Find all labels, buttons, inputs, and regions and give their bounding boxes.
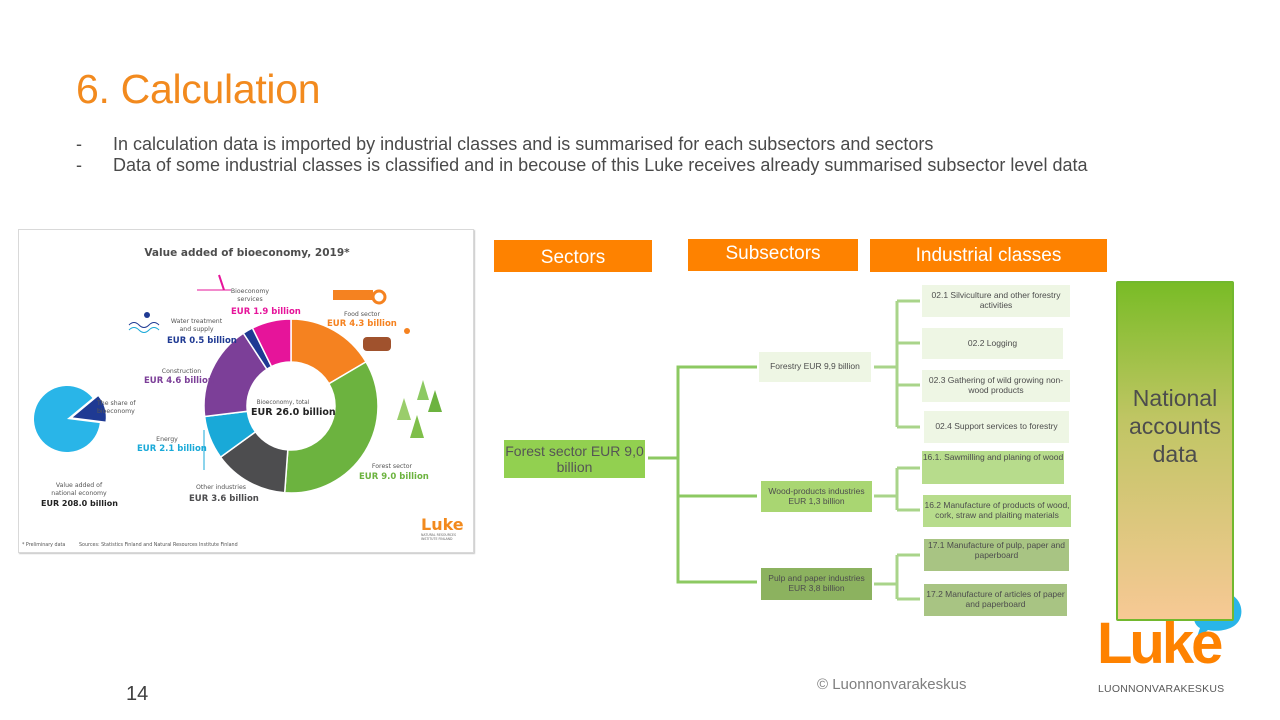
infographic-title: Value added of bioeconomy, 2019* [144,247,350,259]
share-percent-label: 13% [99,432,113,438]
label-energy: Energy [156,436,178,443]
node-forestry: Forestry EUR 9,9 billion [759,352,871,382]
label-share-of-bioeconomy: The share of bioeconomy [97,400,136,415]
bullet-item: - In calculation data is imported by ind… [76,134,1166,155]
luke-logo-text: Luke [1097,611,1223,676]
label-bioeconomy-services: Bioeconomy services [230,288,270,303]
slide-title: 6. Calculation [76,66,321,112]
value-bioeconomy-services: EUR 1.9 billion [231,307,301,317]
share-pie-national [33,386,100,453]
label-water-treatment: Water treatment and supply [170,318,223,333]
node-wood-products: Wood-products industries EUR 1,3 billion [761,481,872,512]
donut-chart [203,318,379,494]
header-industrial-classes: Industrial classes [870,239,1107,272]
node-class-02-4: 02.4 Support services to forestry [924,411,1069,443]
water-icon [128,322,160,328]
label-other-industries: Other industries [196,484,246,491]
node-forest-sector: Forest sector EUR 9,0 billion [504,440,645,478]
bullet-text: Data of some industrial classes is class… [113,155,1088,175]
tractor-icon-body [333,290,373,300]
label-food-sector: Food sector [344,311,380,318]
tree-icon [410,415,424,438]
tree-icon [417,380,429,400]
share-pie-chart [33,386,106,453]
node-pulp-paper: Pulp and paper industries EUR 3,8 billio… [761,568,872,600]
connector-line [895,553,920,601]
copyright: © Luonnonvarakeskus [817,676,967,693]
connector-line [676,496,757,584]
connector-line [895,466,920,512]
header-subsectors: Subsectors [688,239,858,271]
value-forest-sector: EUR 9.0 billion [359,472,429,482]
node-class-02-3: 02.3 Gathering of wild growing non-wood … [922,370,1070,402]
sources: Sources: Statistics Finland and Natural … [79,543,238,548]
node-class-16-2: 16.2 Manufacture of products of wood, co… [923,495,1071,527]
value-national-economy: EUR 208.0 billion [41,499,118,508]
tree-icon [397,398,411,420]
connector-line [676,458,757,498]
node-class-02-1: 02.1 Silviculture and other forestry act… [922,285,1070,317]
donut-segment-forest-sector [283,360,379,494]
bioeconomy-infographic: Value added of bioeconomy, 2019* Bioecon… [18,229,474,553]
value-other-industries: EUR 3.6 billion [189,494,259,504]
node-class-02-2: 02.2 Logging [922,328,1063,359]
bullet-dash: - [76,134,82,154]
water-drop-icon [144,312,150,318]
value-construction: EUR 4.6 billion [144,376,214,386]
node-class-17-1: 17.1 Manufacture of pulp, paper and pape… [924,539,1069,571]
footnote: * Preliminary data [22,543,66,548]
cow-icon [363,337,391,351]
connector-line [648,365,757,460]
bullet-item: - Data of some industrial classes is cla… [76,155,1166,176]
node-class-16-1: 16.1. Sawmilling and planing of wood [922,451,1064,484]
bullet-text: In calculation data is imported by indus… [113,134,934,154]
value-energy: EUR 2.1 billion [137,444,207,454]
connector-line [897,299,920,429]
tractor-wheel-icon [371,289,387,305]
luke-logo-subtitle: LUONNONVARAKESKUS [1098,683,1225,695]
bullet-list: - In calculation data is imported by ind… [76,134,1166,176]
infographic-luke-logo: Luke [421,515,464,534]
donut-segment-bioeconomy-services [251,318,292,368]
header-sectors: Sectors [494,240,652,272]
label-forest-sector: Forest sector [371,463,413,470]
center-value: EUR 26.0 billion [251,407,336,418]
tree-icon [428,390,442,412]
tractor-icon [404,328,410,334]
center-label: Bioeconomy, total [256,400,310,406]
infographic-luke-logo-sub: NATURAL RESOURCES INSTITUTE FINLAND [421,533,457,541]
infographic-graphics [33,274,442,494]
share-pie-bioeconomy-slice [72,396,106,422]
label-national-economy: Value added of national economy [51,482,107,497]
node-class-17-2: 17.2 Manufacture of articles of paper an… [924,584,1067,616]
label-construction: Construction [161,368,202,375]
value-food-sector: EUR 4.3 billion [327,319,397,329]
national-accounts-data: National accounts data [1116,281,1234,621]
page-number: 14 [126,683,149,705]
bullet-dash: - [76,155,82,175]
value-water-treatment: EUR 0.5 billion [167,336,237,346]
